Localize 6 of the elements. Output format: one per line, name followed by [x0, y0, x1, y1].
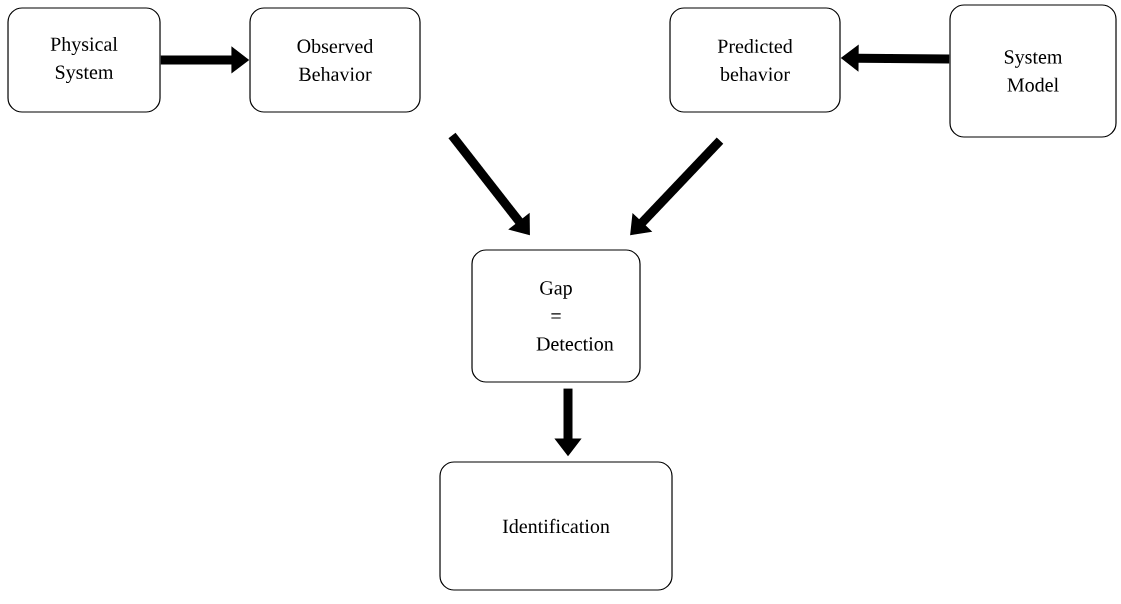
process-box: Physical System — [7, 7, 161, 113]
process-box: Gap = Detection — [471, 249, 641, 383]
process-box: Identification — [439, 461, 673, 591]
process-box: Observed Behavior — [249, 7, 421, 113]
process-box: System Model — [949, 4, 1117, 138]
process-box: Predicted behavior — [669, 7, 841, 113]
